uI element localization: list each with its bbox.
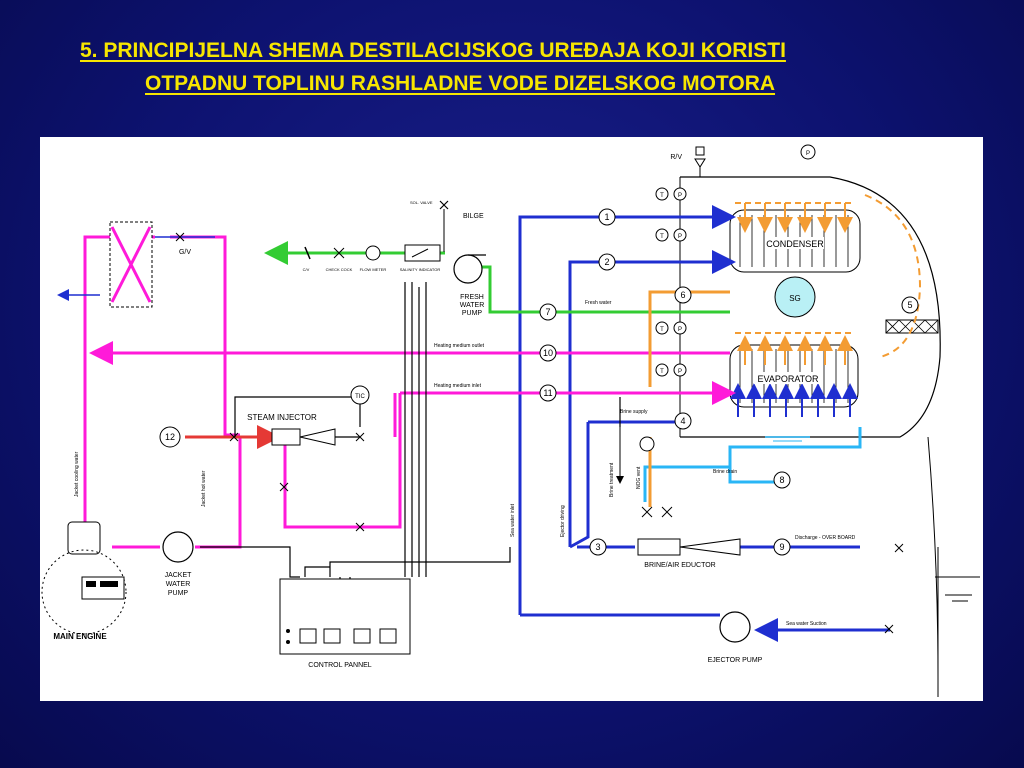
brine-supply-label: Brine supply xyxy=(620,409,648,415)
t-gauge: T xyxy=(660,327,664,333)
sg-label: SG xyxy=(789,294,801,303)
svg-text:JACKET: JACKET xyxy=(165,572,193,579)
heating-lines xyxy=(83,235,736,549)
t-gauge: T xyxy=(660,369,664,375)
p-gauge: P xyxy=(678,369,682,375)
svg-text:10: 10 xyxy=(543,348,553,358)
p-gauge: P xyxy=(678,327,682,333)
svg-text:PUMP: PUMP xyxy=(168,590,189,597)
fresh-water-instruments: SALINITY INDICATOR FLOW METER CHECK COCK… xyxy=(303,244,441,272)
svg-text:3: 3 xyxy=(595,542,600,552)
p-gauge-top: P xyxy=(806,151,810,157)
jacket-cooling-water-label: Jacket cooling water xyxy=(74,451,80,497)
jacket-hot-water-label: Jacket hot water xyxy=(201,470,207,507)
diagram-panel: CONDENSER xyxy=(40,137,983,701)
heating-outlet-label: Heating medium outlet xyxy=(434,343,485,349)
stream-7: 7 xyxy=(539,303,557,321)
tic-label: TIC xyxy=(355,394,365,400)
svg-text:6: 6 xyxy=(680,290,685,300)
stream-9: 9 xyxy=(773,538,791,556)
brine-drain-label: Brine drain xyxy=(713,469,737,475)
control-lines xyxy=(200,282,621,592)
condenser-label: CONDENSER xyxy=(766,239,824,249)
check-cock-label: CHECK COCK xyxy=(326,267,353,272)
fresh-water-pump: FRESH WATER PUMP BILGE SOL. VALVE xyxy=(410,200,486,317)
control-pannel-label: CONTROL PANNEL xyxy=(308,662,372,669)
svg-text:8: 8 xyxy=(779,475,784,485)
relief-valve: R/V xyxy=(670,146,706,177)
p-gauge: P xyxy=(678,234,682,240)
brine-air-eductor-label: BRINE/AIR EDUCTOR xyxy=(644,562,715,569)
slide-title: 5. PRINCIPIJELNA SHEMA DESTILACIJSKOG UR… xyxy=(60,34,980,100)
bilge-label: BILGE xyxy=(463,213,484,220)
svg-text:1: 1 xyxy=(604,212,609,222)
sol-valve-label: SOL. VALVE xyxy=(410,200,433,205)
sea-water-lines xyxy=(518,205,890,642)
stream-1: 1 xyxy=(598,208,616,226)
discharge-label: Discharge - OVER BOARD xyxy=(795,535,856,541)
svg-text:7: 7 xyxy=(545,307,550,317)
svg-text:PUMP: PUMP xyxy=(462,310,483,317)
ejector-pump-label: EJECTOR PUMP xyxy=(708,657,763,664)
steam-injector: STEAM INJECTOR TIC xyxy=(229,385,370,532)
nog-vent-label: NOG vent xyxy=(636,466,642,489)
svg-text:WATER: WATER xyxy=(460,302,485,309)
sea-water-inlet-label: Sea water inlet xyxy=(510,503,516,537)
stream-5: 5 xyxy=(901,296,919,314)
title-line-1: 5. PRINCIPIJELNA SHEMA DESTILACIJSKOG UR… xyxy=(80,39,786,62)
rv-label: R/V xyxy=(670,154,682,161)
stream-3: 3 xyxy=(589,538,607,556)
svg-text:2: 2 xyxy=(604,257,609,267)
steam-injector-label: STEAM INJECTOR xyxy=(247,413,317,422)
stream-labels: Fresh water Heating medium outlet Heatin… xyxy=(434,300,856,627)
flow-meter-label: FLOW METER xyxy=(360,267,387,272)
control-pannel: CONTROL PANNEL xyxy=(279,578,411,669)
stream-11: 11 xyxy=(539,384,557,402)
distillation-diagram: CONDENSER xyxy=(41,144,980,697)
brine-treatment-label: Brine treatment xyxy=(609,462,615,497)
svg-text:11: 11 xyxy=(543,388,552,398)
hull xyxy=(935,547,980,697)
stream-10: 10 xyxy=(539,344,557,362)
gv-label: G/V xyxy=(179,249,191,256)
separator: SG xyxy=(774,194,939,358)
fresh-water-label: Fresh water xyxy=(585,300,612,306)
ejector-driving-label: Ejector driving xyxy=(560,505,566,537)
cv-label: C/V xyxy=(303,267,310,272)
stream-4: 4 xyxy=(674,412,692,430)
jacket-cooler: G/V xyxy=(57,221,215,308)
gauges: T P T P T P T P P xyxy=(655,144,816,377)
stream-numbers: 1 2 6 7 10 11 4 5 8 3 9 12 xyxy=(159,208,919,556)
svg-text:9: 9 xyxy=(779,542,784,552)
t-gauge: T xyxy=(660,234,664,240)
title-line-2: OTPADNU TOPLINU RASHLADNE VODE DIZELSKOG… xyxy=(145,72,776,95)
vertical-labels: Brine treatment NOG vent Sea water inlet… xyxy=(74,451,642,537)
stream-8: 8 xyxy=(773,471,791,489)
main-engine-label: MAIN ENGINE xyxy=(53,632,107,641)
brine-drain-line xyxy=(643,427,862,502)
svg-text:4: 4 xyxy=(680,416,685,426)
salinity-label: SALINITY INDICATOR xyxy=(400,267,441,272)
heating-inlet-label: Heating medium inlet xyxy=(434,383,482,389)
brine-air-eductor: BRINE/AIR EDUCTOR xyxy=(616,422,741,569)
condenser: CONDENSER xyxy=(729,202,861,273)
stream-12: 12 xyxy=(159,426,181,448)
svg-text:12: 12 xyxy=(165,432,175,442)
svg-text:FRESH: FRESH xyxy=(460,294,484,301)
jacket-water-pump: JACKET WATER PUMP xyxy=(162,531,194,597)
sea-water-suction-label: Sea water Suction xyxy=(786,621,827,627)
svg-text:5: 5 xyxy=(907,300,912,310)
evaporator-label: EVAPORATOR xyxy=(757,374,819,384)
stream-2: 2 xyxy=(598,253,616,271)
evaporator: EVAPORATOR xyxy=(729,332,859,442)
stream-6: 6 xyxy=(674,286,692,304)
t-gauge: T xyxy=(660,193,664,199)
svg-text:WATER: WATER xyxy=(166,581,191,588)
ejector-pump: EJECTOR PUMP xyxy=(708,543,904,664)
main-engine: MAIN ENGINE xyxy=(41,521,127,641)
p-gauge: P xyxy=(678,193,682,199)
